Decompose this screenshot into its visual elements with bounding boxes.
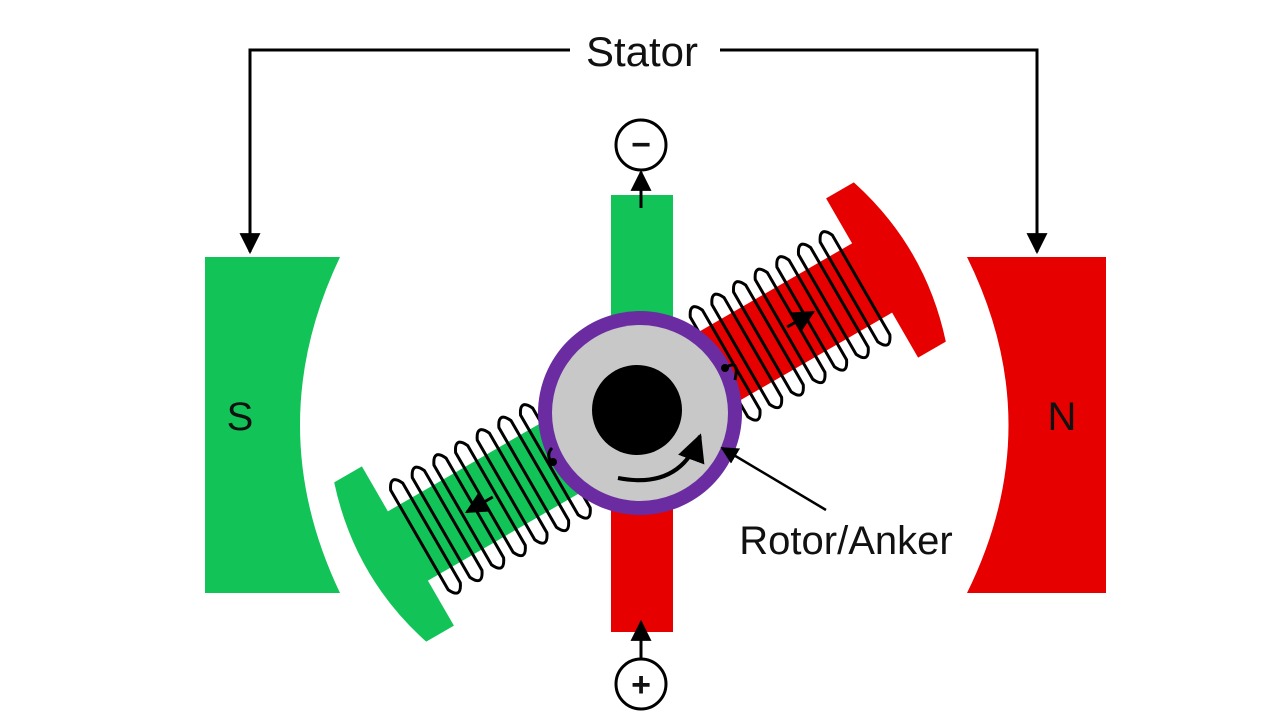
rotation-curved-arrow-icon — [617, 433, 705, 483]
south-pole-magnet — [205, 257, 340, 593]
stator-bracket — [239, 48, 1048, 255]
red-coil — [688, 230, 892, 422]
green-current-arrow-icon — [464, 493, 494, 514]
rotor-shaft — [592, 365, 682, 455]
north-pole-magnet — [967, 257, 1106, 593]
negative-terminal-sign: − — [631, 126, 651, 164]
south-pole-label: S — [227, 395, 254, 439]
north-pole-label: N — [1048, 395, 1077, 439]
rotor-label: Rotor/Anker — [739, 519, 952, 563]
wire-dot-left — [549, 458, 557, 466]
red-current-arrow-icon — [786, 310, 816, 331]
positive-terminal-sign: + — [631, 666, 651, 704]
negative-terminal — [614, 118, 668, 172]
armature-red-cap — [826, 182, 946, 358]
rotor-pointer-arrow — [720, 446, 827, 512]
wire-dot-right — [721, 364, 729, 372]
positive-terminal — [614, 657, 668, 711]
armature-green-cap — [334, 466, 454, 642]
green-coil — [389, 403, 592, 595]
stator-label: Stator — [586, 28, 698, 75]
